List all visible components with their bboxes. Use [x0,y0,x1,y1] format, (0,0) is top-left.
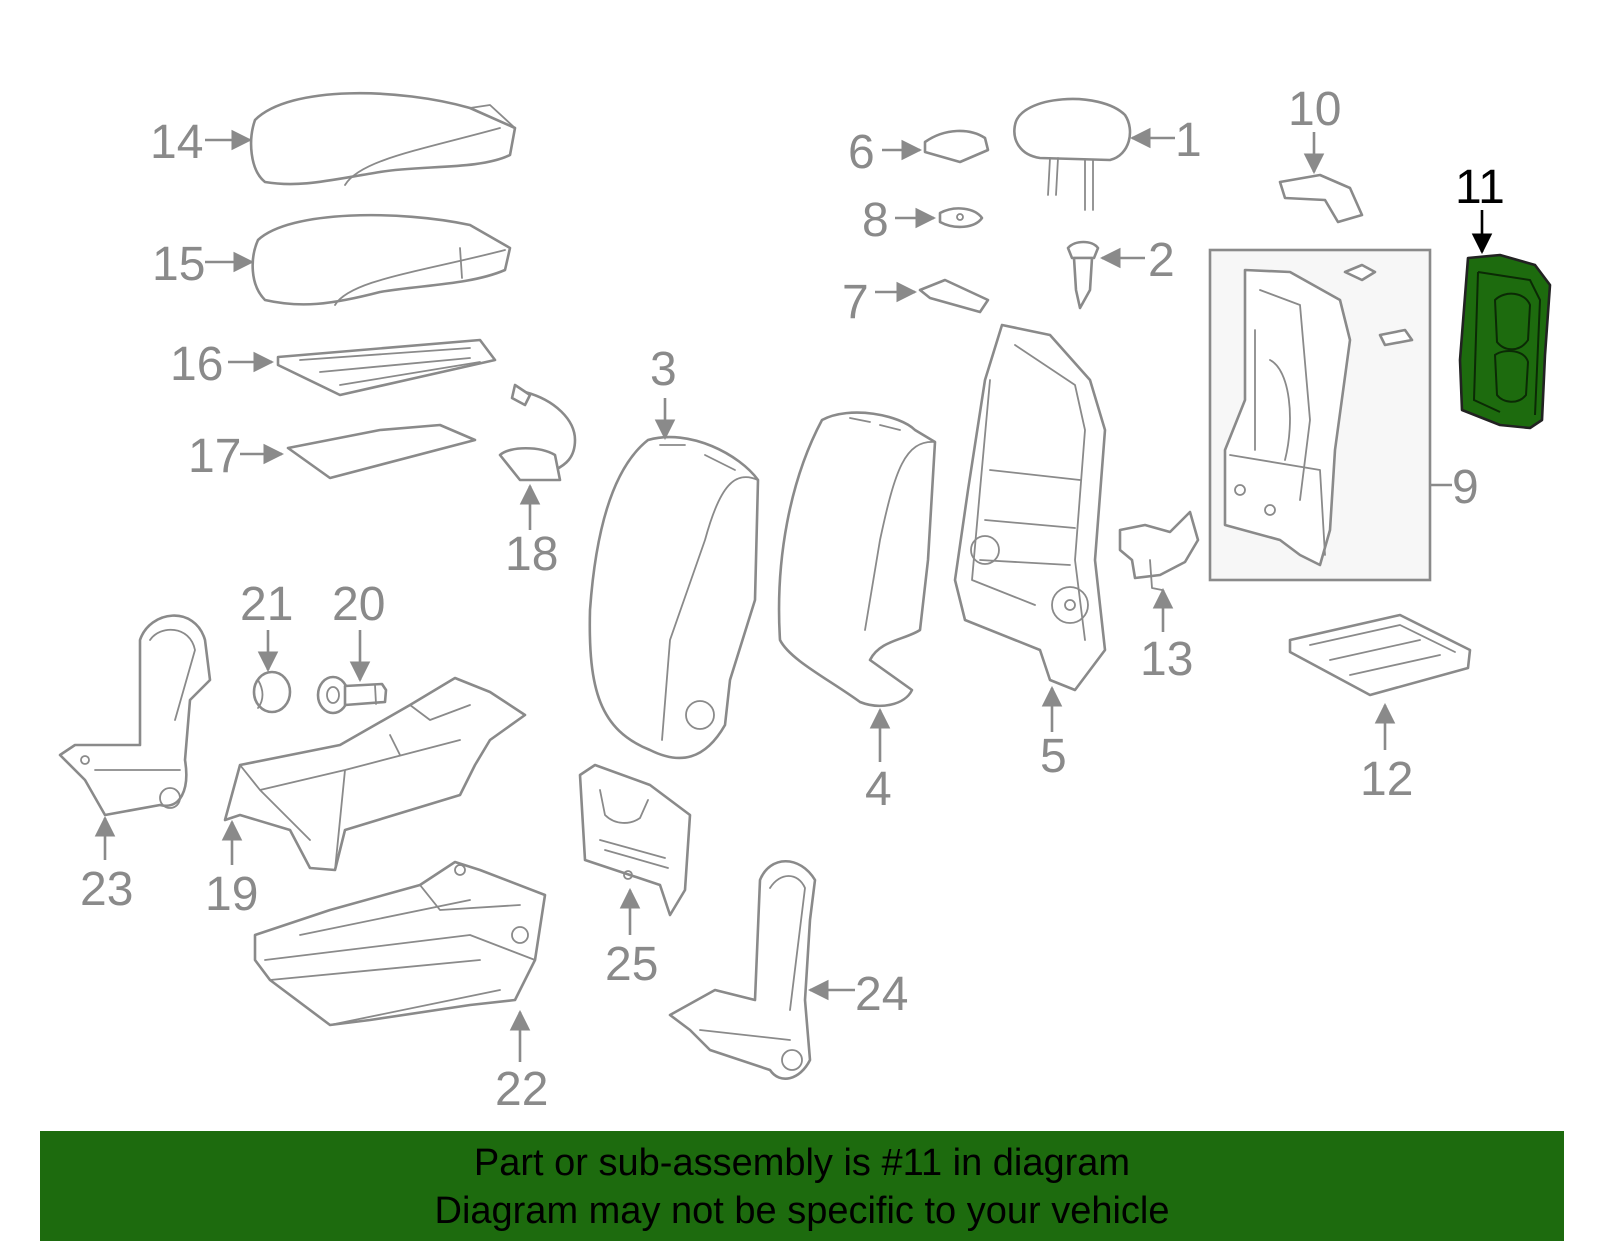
part-14-cushion-pad[interactable] [249,91,517,186]
part-23-side-shield[interactable] [58,614,212,817]
callout-7[interactable]: 7 [842,276,869,329]
callout-10[interactable]: 10 [1288,83,1341,136]
part-15-cushion-cover[interactable] [251,213,512,306]
part-6-guide-cap[interactable] [923,129,990,164]
callout-5[interactable]: 5 [1040,730,1067,783]
callout-12[interactable]: 12 [1360,753,1413,806]
part-21-cap[interactable] [252,670,292,714]
callout-4[interactable]: 4 [865,763,892,816]
callout-14[interactable]: 14 [150,116,203,169]
callout-6[interactable]: 6 [848,126,875,179]
callout-22[interactable]: 22 [495,1063,548,1116]
callout-15[interactable]: 15 [152,238,205,291]
callout-18[interactable]: 18 [505,528,558,581]
part-9-seatback-board-assembly[interactable] [1208,248,1432,582]
part-10-bracket[interactable] [1278,173,1364,224]
callout-20[interactable]: 20 [332,578,385,631]
part-4-seatback-pad[interactable] [777,411,937,707]
banner-line-2: Diagram may not be specific to your vehi… [434,1190,1170,1232]
callout-19[interactable]: 19 [205,868,258,921]
part-16-heater-pad[interactable] [276,338,497,397]
callout-13[interactable]: 13 [1140,633,1193,686]
callout-21[interactable]: 21 [240,578,293,631]
callout-16[interactable]: 16 [170,338,223,391]
callout-9[interactable]: 9 [1452,461,1479,514]
callout-2[interactable]: 2 [1148,234,1175,287]
callout-11[interactable]: 11 [1455,161,1505,214]
part-5-seatback-frame[interactable] [953,323,1107,692]
banner-line-1: Part or sub-assembly is #11 in diagram [473,1142,1131,1184]
callout-1[interactable]: 1 [1175,114,1202,167]
callout-8[interactable]: 8 [862,194,889,247]
callout-3[interactable]: 3 [650,343,677,396]
banner-background [40,1131,1564,1241]
info-banner: Part or sub-assembly is #11 in diagram D… [40,1131,1564,1241]
part-1-headrest[interactable] [1013,97,1132,211]
part-3-seatback-cover[interactable] [588,435,760,760]
part-18-sensor-cable[interactable] [498,383,577,482]
part-7-cover-clip[interactable] [918,278,990,314]
part-20-bolt[interactable] [316,675,388,715]
part-8-grommet[interactable] [938,207,984,229]
part-22-seat-track[interactable] [253,860,547,1027]
callout-24[interactable]: 24 [855,968,908,1021]
part-11-highlighted[interactable] [1458,253,1552,430]
callout-17[interactable]: 17 [188,430,241,483]
part-13-bracket[interactable] [1118,510,1200,591]
part-25-bracket-plate[interactable] [578,763,692,917]
part-19-cushion-frame[interactable] [223,676,527,872]
part-2-headrest-guide[interactable] [1066,240,1100,310]
callout-23[interactable]: 23 [80,863,133,916]
part-12-cover-panel[interactable] [1288,613,1472,697]
callout-25[interactable]: 25 [605,938,658,991]
part-24-inner-shield[interactable] [668,859,817,1080]
part-17-sensor-mat[interactable] [286,423,477,480]
